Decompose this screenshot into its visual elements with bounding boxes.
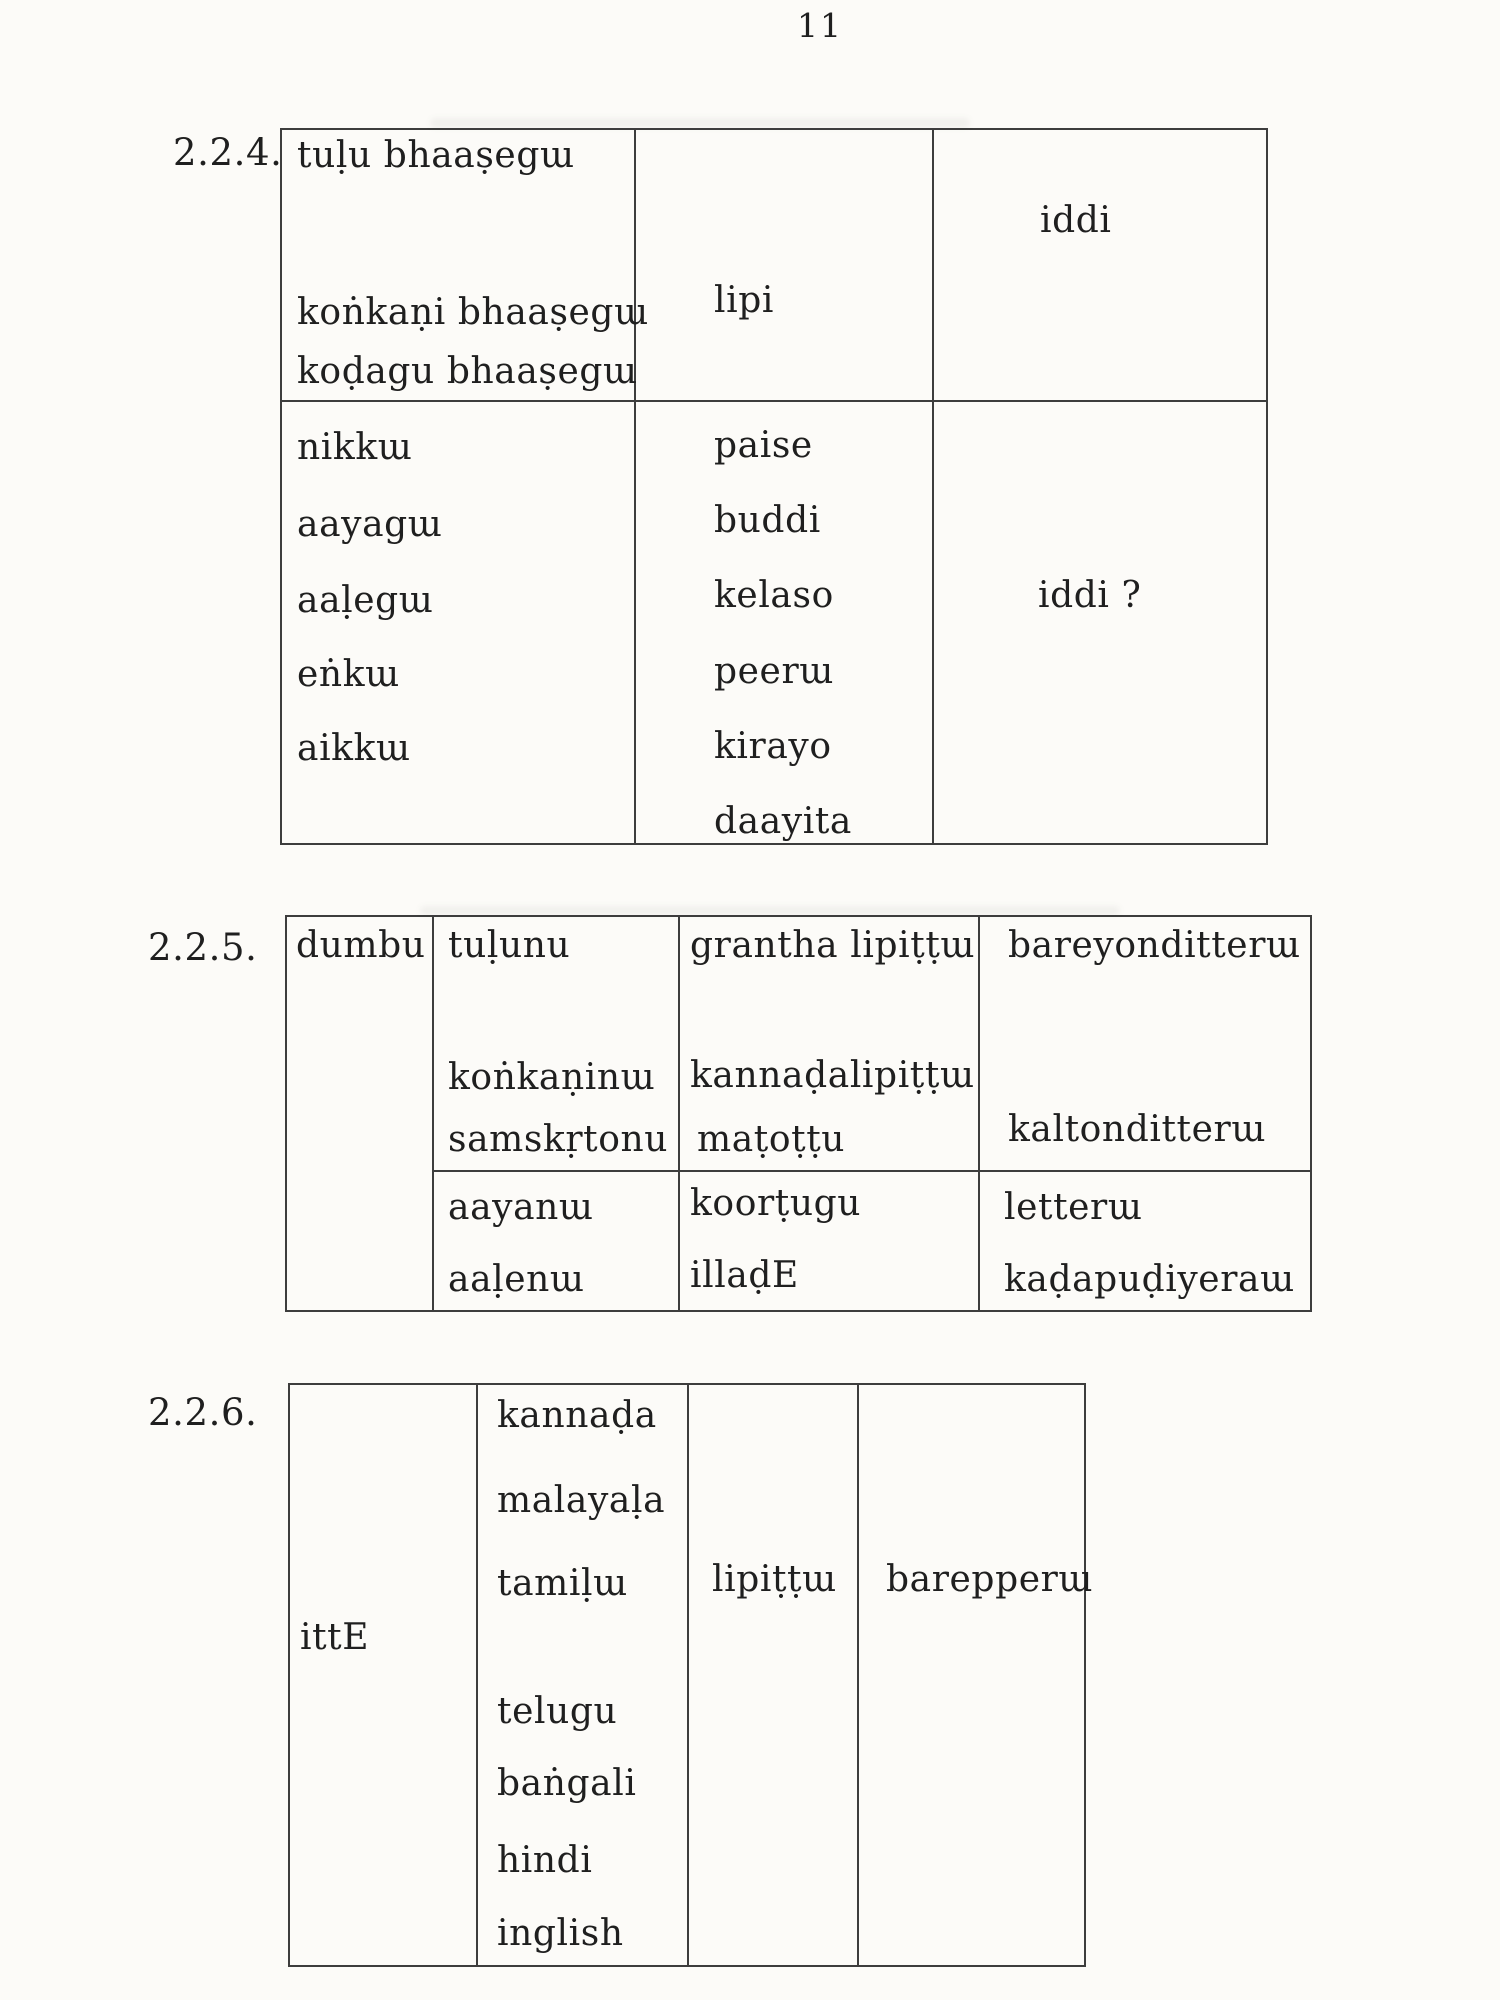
word-aikku: aikkɯ [297,728,411,769]
word-matottu: maṭoṭṭu [697,1119,846,1160]
table-2-2-4 [280,128,1268,845]
table-2-2-6 [288,1383,1086,1967]
word-kodagu-bhaasegu: koḍagu bhaaṣegɯ [297,351,638,392]
word-bangali: baṅgali [497,1763,637,1804]
word-kelaso: kelaso [714,575,834,616]
word-illadE: illaḍE [690,1255,799,1296]
table-2-2-4-col-divider-1 [634,130,636,843]
table-2-2-5-row-divider [432,1170,1310,1172]
word-inglish: inglish [497,1913,624,1954]
word-peeru: peerɯ [714,651,834,692]
word-hindi: hindi [497,1840,593,1881]
word-kannadalipittu: kannaḍalipiṭṭɯ [690,1055,975,1096]
table-2-2-5-col-divider-1 [432,917,434,1310]
word-lipittu: lipiṭṭɯ [712,1559,837,1600]
section-label-2-2-5: 2.2.5. [148,926,258,969]
word-letteru: letterɯ [1004,1187,1143,1228]
word-konkani-bhaasegu: koṅkaṇi bhaaṣegɯ [297,292,649,333]
word-aalegu: aaḷegɯ [297,580,434,621]
word-tulunu: tuḷunu [448,925,571,966]
word-kirayo: kirayo [714,726,832,767]
word-aalenu: aaḷenɯ [448,1259,585,1300]
table-2-2-4-row-divider [282,400,1266,402]
section-label-2-2-4: 2.2.4. [173,131,283,174]
table-2-2-6-col-divider-2 [687,1385,689,1965]
table-2-2-5-col-divider-2 [678,917,680,1310]
word-bareyonditteru: bareyonditterɯ [1008,925,1301,966]
table-2-2-6-col-divider-1 [476,1385,478,1965]
word-tulu-bhaasegu: tuḷu bhaaṣegɯ [297,135,575,176]
word-paise: paise [714,425,813,466]
table-2-2-5-col-divider-3 [978,917,980,1310]
word-telugu: telugu [497,1691,618,1732]
word-koortugu: koorṭugu [690,1183,862,1224]
word-nikku: nikkɯ [297,427,413,468]
word-aayagu: aayagɯ [297,504,443,545]
word-malayala: malayaḷa [497,1480,666,1521]
word-grantha-lipittu: grantha lipiṭṭɯ [690,925,976,966]
word-kannada: kannaḍa [497,1395,657,1436]
word-dumbu: dumbu [296,925,426,966]
word-lipi: lipi [714,280,774,321]
table-2-2-6-col-divider-3 [857,1385,859,1965]
page-number: 11 [797,6,843,45]
word-buddi: buddi [714,500,821,541]
word-tamilu: tamiḷɯ [497,1563,628,1604]
table-2-2-4-col-divider-2 [932,130,934,843]
word-enku: eṅkɯ [297,654,400,695]
scan-artifact [420,906,1120,915]
word-iddi: iddi [1040,200,1112,241]
scan-artifact [430,118,970,128]
word-barepperu: barepperɯ [886,1559,1094,1600]
word-daayita: daayita [714,801,852,842]
word-iddi-question: iddi ? [1038,575,1142,616]
word-konkaninu: koṅkaṇinɯ [448,1057,656,1098]
word-aayanu: aayanɯ [448,1187,594,1228]
word-ittE: ittE [300,1617,370,1658]
word-kaltonditteru: kaltonditterɯ [1008,1109,1267,1150]
word-kadapudiyerau: kaḍapuḍiyeraɯ [1004,1259,1295,1300]
section-label-2-2-6: 2.2.6. [148,1391,258,1434]
table-2-2-5 [285,915,1312,1312]
word-samskrtonu: samskṛtonu [448,1119,669,1160]
